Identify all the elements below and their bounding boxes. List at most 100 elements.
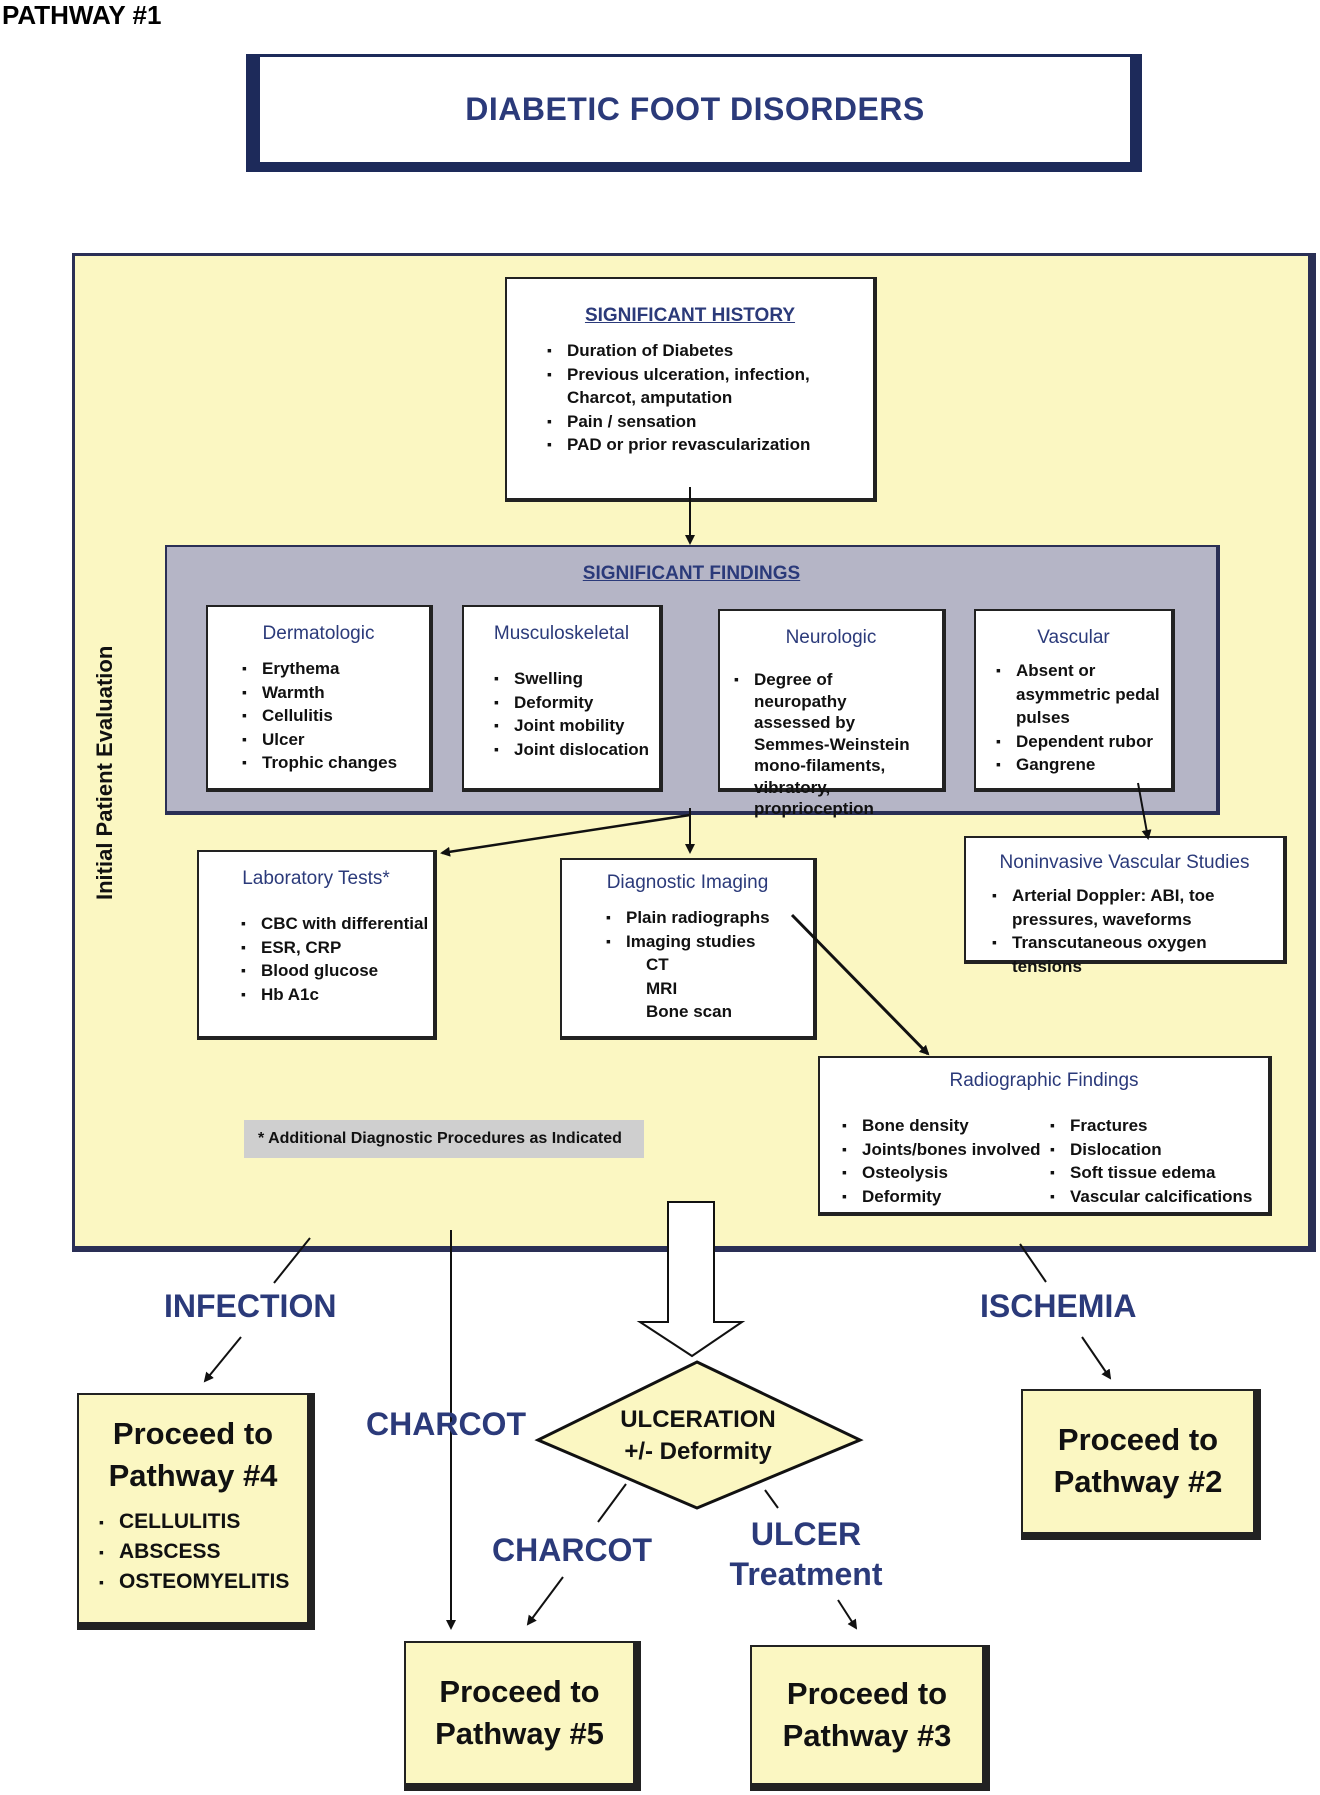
list-item: Transcutaneous oxygen tensions: [990, 931, 1280, 978]
ulceration-diamond: [534, 1360, 864, 1510]
radiographic-heading: Radiographic Findings: [949, 1070, 1139, 1091]
arrow-charcot-to-pathway5: [526, 1576, 564, 1626]
vascular-studies-list: Arterial Doppler: ABI, toe pressures, wa…: [990, 884, 1280, 978]
list-item: Trophic changes: [240, 751, 429, 775]
pathway5-line1: Proceed to: [439, 1674, 600, 1709]
list-item: Fractures: [1048, 1114, 1252, 1138]
list-item: Ulcer: [240, 728, 429, 752]
pathway4-line2: Pathway #4: [108, 1458, 278, 1493]
ulceration-diamond-text: ULCERATION +/- Deformity: [576, 1404, 820, 1468]
list-item: OSTEOMYELITIS: [97, 1567, 307, 1597]
list-item: Imaging studies: [604, 930, 813, 954]
dermatologic-list: Erythema Warmth Cellulitis Ulcer Trophic…: [240, 657, 429, 775]
dermatologic-heading: Dermatologic: [262, 623, 375, 644]
pathway4-list: CELLULITIS ABSCESS OSTEOMYELITIS: [97, 1507, 307, 1597]
history-list: Duration of Diabetes Previous ulceration…: [545, 339, 855, 457]
ulcer-label-line2: Treatment: [729, 1556, 883, 1592]
radiographic-box: Radiographic Findings Bone density Joint…: [818, 1056, 1272, 1216]
arrow-ischemia-down: [1081, 1336, 1112, 1380]
radiographic-left-list: Bone density Joints/bones involved Osteo…: [840, 1114, 1041, 1208]
radiographic-right-list: Fractures Dislocation Soft tissue edema …: [1048, 1114, 1252, 1208]
list-item: Dislocation: [1048, 1138, 1252, 1162]
list-item: Joints/bones involved: [840, 1138, 1041, 1162]
arrow-findings-to-lab: [440, 813, 691, 857]
list-item: Hb A1c: [239, 983, 433, 1007]
list-item: Previous ulceration, infection, Charcot,…: [545, 363, 855, 410]
list-item: Osteolysis: [840, 1161, 1041, 1185]
pathway4-box: Proceed to Pathway #4 CELLULITIS ABSCESS…: [77, 1393, 315, 1630]
list-item: Cellulitis: [240, 704, 429, 728]
pathway2-line2: Pathway #2: [1053, 1464, 1223, 1499]
list-item: CELLULITIS: [97, 1507, 307, 1537]
page-title: DIABETIC FOOT DISORDERS: [465, 91, 925, 127]
ulceration-line1: ULCERATION: [620, 1406, 776, 1433]
ulceration-line2: +/- Deformity: [624, 1438, 772, 1465]
line-infection-up: [273, 1237, 311, 1284]
pathway5-box: Proceed to Pathway #5: [404, 1641, 641, 1791]
imaging-sub-item: Bone scan: [646, 1002, 732, 1021]
lab-list: CBC with differential ESR, CRP Blood glu…: [239, 912, 433, 1006]
vascular-studies-box: Noninvasive Vascular Studies Arterial Do…: [964, 836, 1287, 976]
neurologic-heading: Neurologic: [785, 627, 877, 648]
lab-heading: Laboratory Tests*: [242, 868, 390, 889]
line-ischemia-up: [1019, 1243, 1047, 1283]
arrow-imaging-to-radiographic: [790, 913, 930, 1056]
vascular-heading: Vascular: [1037, 627, 1110, 648]
list-item: Deformity: [492, 691, 659, 715]
imaging-sub-item: CT: [646, 955, 669, 974]
imaging-list: Plain radiographs Imaging studies: [604, 906, 813, 953]
musculoskeletal-list: Swelling Deformity Joint mobility Joint …: [492, 667, 659, 761]
list-item: PAD or prior revascularization: [545, 433, 855, 457]
list-item: Degree of neuropathy assessed by Semmes-…: [732, 669, 922, 820]
lab-box: Laboratory Tests* CBC with differential …: [197, 850, 437, 1040]
pathway5-line2: Pathway #5: [435, 1716, 604, 1751]
ulcer-label-line1: ULCER: [750, 1516, 862, 1552]
list-item: Warmth: [240, 681, 429, 705]
imaging-sub-item: MRI: [646, 978, 678, 998]
ulceration-down-arrow: [636, 1201, 746, 1358]
list-item: Arterial Doppler: ABI, toe pressures, wa…: [990, 884, 1280, 931]
musculoskeletal-box: Musculoskeletal Swelling Deformity Joint…: [462, 605, 663, 792]
line-diamond-to-ulcer: [764, 1489, 779, 1509]
findings-heading: SIGNIFICANT FINDINGS: [582, 563, 801, 584]
vascular-studies-heading: Noninvasive Vascular Studies: [999, 852, 1250, 873]
list-item: Erythema: [240, 657, 429, 681]
vascular-list: Absent or asymmetric pedal pulses Depend…: [994, 659, 1164, 777]
title-box: DIABETIC FOOT DISORDERS: [246, 54, 1142, 172]
charcot-left-label: CHARCOT: [366, 1406, 526, 1442]
list-item: Swelling: [492, 667, 659, 691]
history-box: SIGNIFICANT HISTORY Duration of Diabetes…: [505, 277, 877, 502]
list-item: Bone density: [840, 1114, 1041, 1138]
dermatologic-box: Dermatologic Erythema Warmth Cellulitis …: [206, 605, 433, 792]
vascular-box: Vascular Absent or asymmetric pedal puls…: [974, 609, 1175, 792]
list-item: ESR, CRP: [239, 936, 433, 960]
additional-procedures-note: * Additional Diagnostic Procedures as In…: [244, 1120, 644, 1158]
list-item: Dependent rubor: [994, 730, 1164, 754]
line-diamond-to-charcot: [597, 1483, 627, 1523]
list-item: CBC with differential: [239, 912, 433, 936]
list-item: Blood glucose: [239, 959, 433, 983]
pathway3-line2: Pathway #3: [782, 1718, 952, 1753]
neurologic-list: Degree of neuropathy assessed by Semmes-…: [732, 669, 922, 820]
list-item: Gangrene: [994, 753, 1164, 777]
arrow-ulcer-to-pathway3: [837, 1599, 858, 1630]
history-heading: SIGNIFICANT HISTORY: [584, 305, 796, 326]
pathway3-box: Proceed to Pathway #3: [750, 1645, 990, 1791]
list-item: Joint dislocation: [492, 738, 659, 762]
imaging-box: Diagnostic Imaging Plain radiographs Ima…: [560, 858, 817, 1040]
list-item: Vascular calcifications: [1048, 1185, 1252, 1209]
list-item: Plain radiographs: [604, 906, 813, 930]
imaging-heading: Diagnostic Imaging: [606, 872, 769, 893]
ischemia-label: ISCHEMIA: [980, 1288, 1137, 1324]
arrow-vascular-to-studies: [1137, 782, 1152, 840]
arrow-infection-down: [203, 1336, 242, 1383]
pathway4-line1: Proceed to: [112, 1416, 274, 1451]
neurologic-box: Neurologic Degree of neuropathy assessed…: [718, 609, 946, 818]
infection-label: INFECTION: [164, 1288, 337, 1324]
pathway2-box: Proceed to Pathway #2: [1021, 1389, 1261, 1540]
list-item: Duration of Diabetes: [545, 339, 855, 363]
list-item: Deformity: [840, 1185, 1041, 1209]
pathway3-line1: Proceed to: [786, 1676, 948, 1711]
list-item: Joint mobility: [492, 714, 659, 738]
